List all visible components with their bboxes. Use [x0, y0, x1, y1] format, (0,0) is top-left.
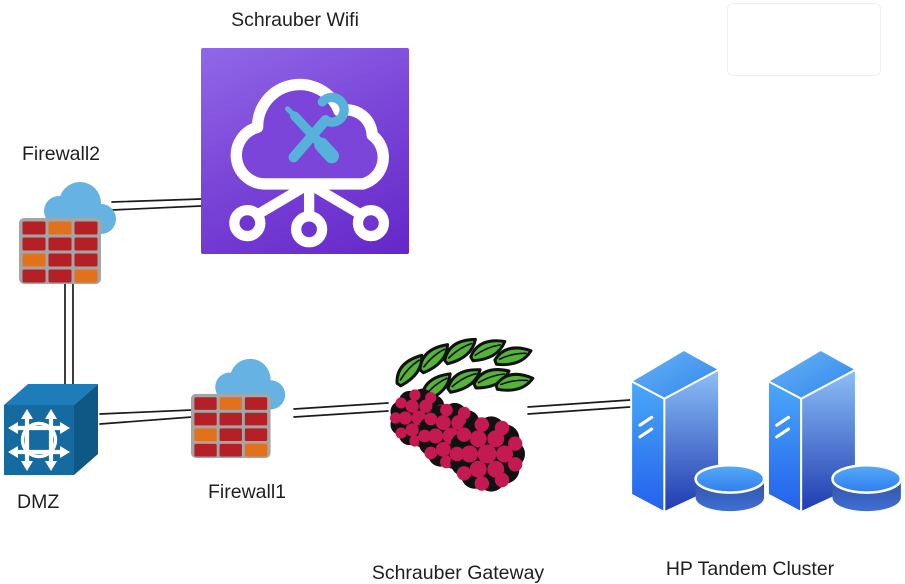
label-dmz: DMZ	[17, 491, 60, 513]
edge-firewall2-dmz[interactable]	[64, 283, 74, 387]
edge-dmz-firewall1[interactable]	[99, 409, 193, 425]
label-firewall2: Firewall2	[22, 143, 101, 165]
edge-gateway-hp-cluster[interactable]	[527, 399, 631, 415]
iot-cloud-tools-icon	[229, 78, 390, 248]
node-hp-tandem-cluster[interactable]	[627, 346, 905, 523]
edge-firewall1-gateway[interactable]	[293, 402, 389, 418]
wrench-screwdriver-icon	[284, 92, 349, 164]
node-schrauber-wifi[interactable]	[201, 48, 409, 254]
label-schrauber-gateway: Schrauber Gateway Neu	[371, 562, 545, 584]
server-tower-pair-icon	[629, 348, 903, 514]
label-schrauber-wifi: Schrauber Wifi	[231, 9, 359, 31]
node-firewall1[interactable]	[189, 351, 290, 465]
node-schrauber-gateway[interactable]	[381, 332, 535, 509]
node-dmz[interactable]	[1, 379, 101, 486]
edge-firewall2-schrauber-wifi[interactable]	[111, 198, 202, 211]
node-firewall2[interactable]	[17, 174, 121, 291]
network-switch-cube-icon	[4, 384, 98, 475]
cloud-firewall-icon	[19, 182, 116, 284]
label-hp-tandem-cluster: HP Tandem Cluster	[665, 558, 835, 580]
label-firewall1: Firewall1	[207, 481, 287, 503]
cloud-firewall-icon	[190, 358, 286, 458]
raspberry-pi-icon	[388, 336, 535, 492]
ghost-panel	[727, 3, 881, 76]
